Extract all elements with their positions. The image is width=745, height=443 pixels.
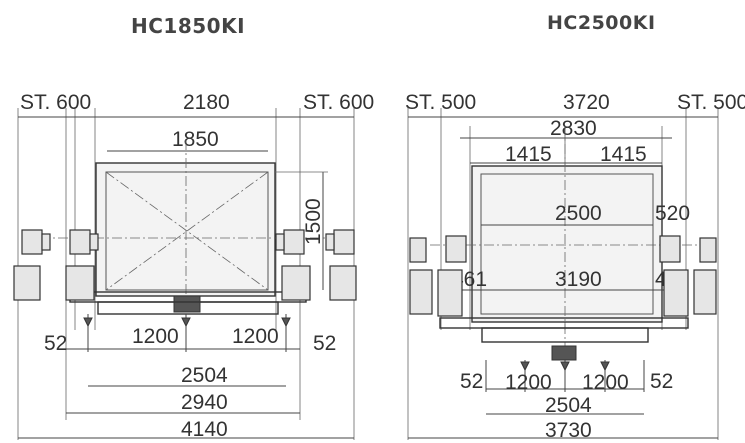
drive-unit — [65, 265, 95, 301]
dim-frame-width: 2940 — [181, 391, 228, 414]
base-plate — [97, 301, 279, 315]
dim-foot-offset-left: 52 — [460, 370, 483, 393]
dim-foot-pitch-right: 1200 — [232, 325, 279, 348]
drive-unit — [409, 237, 427, 263]
drive-unit — [409, 269, 433, 315]
dim-stroke-left: ST. 500 — [405, 91, 476, 114]
foot-arrow — [83, 317, 93, 328]
model-title-right: HC2500KI — [547, 12, 656, 34]
dim-bed-depth: 1500 — [302, 198, 325, 245]
drive-unit — [21, 229, 43, 255]
control-box — [173, 295, 201, 313]
dim-bed-width: 1850 — [172, 128, 219, 151]
dim-half-left: 1415 — [505, 143, 552, 166]
dim-track-width: 3720 — [563, 91, 610, 114]
dim-stroke-right: ST. 600 — [303, 91, 374, 114]
dim-inner-span: 3190 — [555, 268, 602, 291]
drive-unit — [41, 233, 51, 251]
dim-foot-offset-left: 52 — [44, 332, 67, 355]
drive-unit — [659, 235, 681, 263]
diagonal — [105, 171, 269, 291]
dim-half-right: 1415 — [600, 143, 647, 166]
dim-overall-width: 4140 — [181, 418, 228, 441]
drive-unit — [663, 269, 689, 317]
dim-foot-offset-right: 52 — [313, 332, 336, 355]
dim-foot-pitch-left: 1200 — [505, 371, 552, 394]
left-drawing: ST. 600 2180 ST. 600 1850 1500 — [13, 91, 374, 441]
dim-overall-width: 3730 — [545, 419, 592, 442]
foot-arrow — [281, 317, 291, 328]
bed-outline — [105, 171, 269, 291]
foot-arrow — [181, 317, 191, 328]
dim-foot-pitch-right: 1200 — [582, 371, 629, 394]
drive-unit — [69, 229, 91, 255]
dim-base-width: 2504 — [545, 394, 592, 417]
dim-stroke-left: ST. 600 — [20, 91, 91, 114]
drive-unit — [325, 233, 335, 251]
control-box — [551, 345, 577, 361]
dim-foot-pitch-left: 1200 — [132, 325, 179, 348]
dim-base-width: 2504 — [181, 364, 228, 387]
foot-arrow — [520, 361, 530, 372]
drive-unit — [333, 229, 355, 255]
dim-stroke-right: ST. 500 — [677, 91, 745, 114]
drive-unit — [437, 269, 463, 317]
dim-track-width: 2180 — [183, 91, 230, 114]
foot-arrow — [560, 361, 570, 372]
drive-unit — [275, 233, 285, 251]
machine-body — [471, 165, 663, 323]
dim-bed-width: 2500 — [555, 202, 602, 225]
drive-unit — [693, 269, 717, 315]
drive-unit — [13, 265, 41, 301]
drive-unit — [329, 265, 357, 301]
drive-unit — [445, 235, 467, 263]
drive-unit — [281, 265, 311, 301]
bed-outline — [480, 173, 654, 315]
drive-unit — [699, 237, 717, 263]
model-title-left: HC1850KI — [131, 14, 246, 38]
drive-unit — [283, 229, 305, 255]
dim-frame-width: 2830 — [550, 117, 597, 140]
right-drawing: ST. 500 3720 ST. 500 2830 1415 1415 2500… — [405, 91, 745, 442]
dim-side-520: 520 — [655, 202, 690, 225]
dim-foot-offset-right: 52 — [650, 370, 673, 393]
diagonal — [105, 171, 269, 291]
drive-unit — [89, 233, 99, 251]
foot-arrow — [600, 361, 610, 372]
base-plate — [481, 327, 649, 343]
